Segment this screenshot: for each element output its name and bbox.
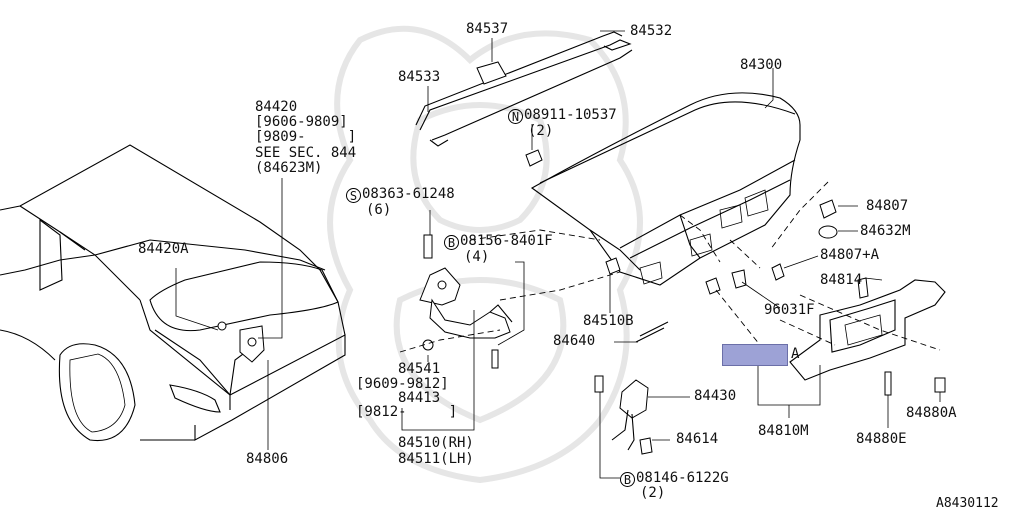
part-label-84537[interactable]: 84537 [466,21,509,37]
part-label-84420a[interactable]: 84420A [138,241,189,257]
part-label-96031f[interactable]: 96031F [764,302,815,318]
part-label-84510b[interactable]: 84510B [583,313,634,329]
leader-lines [175,30,941,479]
car-body-illustration [0,144,346,442]
part-label-84614[interactable]: 84614 [676,431,719,447]
quantity-label-08911: (2) [528,123,554,139]
part-label-84430[interactable]: 84430 [694,388,737,404]
n-prefix-icon: N [508,109,523,124]
part-label-84810m[interactable]: 84810M [758,423,809,439]
date-range-9812: [9812- ] [356,404,458,420]
s-prefix-icon: S [346,188,361,203]
quantity-label-08146: (2) [640,485,666,501]
date-range-9809: [9809- ] [255,129,357,145]
part-label-84880e[interactable]: 84880E [856,431,907,447]
part-label-84880a[interactable]: 84880A [906,405,957,421]
quantity-label-08363: (6) [366,202,392,218]
date-range-9606-9809: [9606-9809] [255,114,348,130]
figure-id: A8430112 [936,496,999,510]
date-range-9609-9812: [9609-9812] [356,376,449,392]
trunk-lock-assembly [594,375,653,455]
part-label-84806[interactable]: 84806 [246,451,289,467]
part-label-84807[interactable]: 84807 [866,198,909,214]
part-label-84510-rh[interactable]: 84510(RH) [398,435,474,451]
callout-label-a: A [791,346,800,362]
part-label-84814[interactable]: 84814 [820,272,863,288]
b-prefix-icon-2: B [620,472,635,487]
part-label-84541[interactable]: 84541 [398,361,441,377]
trunk-lid-panel [530,92,801,286]
highlighted-part-callout-box[interactable] [722,344,788,366]
part-label-84532[interactable]: 84532 [630,23,673,39]
trunk-hinge-assembly [399,229,621,369]
part-label-84511-lh[interactable]: 84511(LH) [398,451,474,467]
part-label-84533[interactable]: 84533 [398,69,441,85]
part-label-84300[interactable]: 84300 [740,57,783,73]
quantity-label-08156: (4) [464,249,490,265]
part-label-84807a[interactable]: 84807+A [820,247,880,263]
part-label-84413[interactable]: 84413 [398,390,441,406]
part-label-84623m[interactable]: (84623M) [255,160,323,176]
part-label-84632m[interactable]: 84632M [860,223,911,239]
torsion-bar-rods [415,31,633,147]
see-section-note: SEE SEC. 844 [255,145,357,161]
part-label-84640[interactable]: 84640 [553,333,596,349]
license-plate-finisher [789,279,946,381]
b-prefix-icon: B [444,235,459,250]
part-label-84420[interactable]: 84420 [255,99,298,115]
